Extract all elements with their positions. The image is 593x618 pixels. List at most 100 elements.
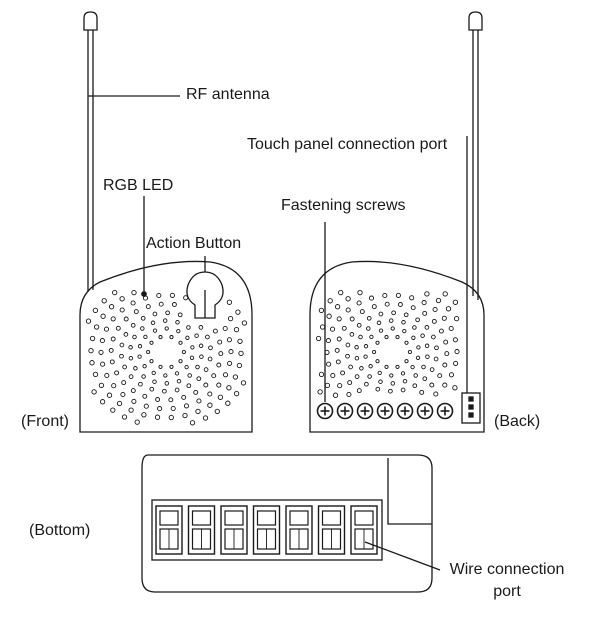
wire-terminal <box>155 505 183 555</box>
speaker-hole <box>195 364 200 370</box>
speaker-hole <box>140 326 145 331</box>
speaker-hole <box>413 373 418 378</box>
speaker-hole <box>348 364 353 370</box>
speaker-hole <box>442 382 448 388</box>
speaker-hole <box>375 359 380 364</box>
speaker-hole <box>390 326 395 331</box>
speaker-hole <box>226 337 232 343</box>
speaker-hole <box>227 315 234 322</box>
speaker-hole <box>217 339 223 345</box>
speaker-hole <box>402 378 408 384</box>
speaker-hole <box>194 333 199 338</box>
label-rf-antenna: RF antenna <box>186 86 270 103</box>
speaker-hole <box>149 386 155 392</box>
speaker-hole <box>441 315 447 321</box>
touch-panel-port-pin-1 <box>468 396 474 402</box>
speaker-hole <box>176 328 181 334</box>
speaker-hole <box>404 359 409 364</box>
speaker-hole <box>162 318 168 323</box>
speaker-hole <box>356 388 362 394</box>
bottom-view <box>141 454 441 593</box>
speaker-hole <box>142 364 147 369</box>
speaker-hole <box>232 374 239 380</box>
touch-panel-port-pin-3 <box>468 412 474 418</box>
speaker-hole <box>149 340 154 345</box>
speaker-hole <box>99 338 105 344</box>
speaker-hole <box>445 306 452 312</box>
speaker-hole <box>349 332 355 337</box>
speaker-hole <box>429 367 435 372</box>
speaker-hole <box>202 415 209 421</box>
speaker-hole <box>448 325 454 332</box>
speaker-hole <box>216 362 222 368</box>
speaker-hole <box>216 382 222 388</box>
speaker-hole <box>422 376 428 382</box>
speaker-hole <box>318 307 325 314</box>
speaker-hole <box>403 312 409 318</box>
speaker-hole <box>130 322 136 328</box>
speaker-hole <box>336 336 342 342</box>
label-wire-connection-port-line2: port <box>493 583 521 600</box>
speaker-hole <box>345 307 351 313</box>
speaker-hole <box>388 388 393 394</box>
speaker-hole <box>119 342 125 348</box>
speaker-hole <box>330 372 336 379</box>
speaker-hole <box>211 373 217 379</box>
label-action-button: Action Button <box>146 235 242 252</box>
speaker-hole <box>410 364 415 370</box>
label-fastening-screws: Fastening screws <box>281 197 406 214</box>
speaker-hole <box>198 325 204 330</box>
speaker-hole <box>89 335 96 342</box>
speaker-hole <box>363 344 369 349</box>
speaker-hole <box>157 406 163 412</box>
screw-terminal <box>336 402 354 420</box>
speaker-hole <box>409 295 415 301</box>
speaker-hole <box>438 328 444 334</box>
speaker-hole <box>120 391 126 398</box>
speaker-hole <box>453 315 460 322</box>
speaker-hole <box>359 309 365 315</box>
speaker-hole <box>108 347 114 353</box>
speaker-hole <box>429 382 435 388</box>
speaker-hole <box>207 402 213 408</box>
speaker-hole <box>196 376 202 382</box>
wire-terminal <box>187 505 216 555</box>
speaker-hole <box>203 382 209 388</box>
speaker-hole <box>138 381 143 387</box>
speaker-hole <box>326 361 332 367</box>
label-back: (Back) <box>494 413 541 430</box>
speaker-hole <box>175 320 180 325</box>
speaker-hole <box>421 364 426 370</box>
speaker-hole <box>412 325 417 330</box>
speaker-hole <box>444 351 450 357</box>
speaker-hole <box>152 328 158 333</box>
front-speaker-holes <box>85 289 248 426</box>
speaker-hole <box>181 394 187 400</box>
back-body <box>309 260 485 433</box>
screw-terminal <box>376 402 394 420</box>
speaker-hole <box>137 354 142 359</box>
speaker-hole <box>367 374 372 379</box>
speaker-hole <box>131 398 137 404</box>
speaker-hole <box>89 360 95 366</box>
speaker-hole <box>198 343 204 349</box>
speaker-hole <box>335 359 341 365</box>
speaker-hole <box>347 380 353 386</box>
speaker-hole <box>368 364 373 369</box>
speaker-hole <box>435 297 442 304</box>
speaker-hole <box>238 350 244 357</box>
speaker-hole <box>424 325 430 330</box>
wire-terminal <box>285 505 313 555</box>
speaker-hole <box>378 328 384 333</box>
speaker-hole <box>169 292 175 298</box>
speaker-hole <box>164 381 170 386</box>
back-antenna-cap <box>468 11 483 31</box>
speaker-hole <box>121 414 128 420</box>
speaker-hole <box>162 388 167 394</box>
speaker-hole <box>354 355 360 361</box>
speaker-hole <box>371 304 377 310</box>
speaker-hole <box>364 381 369 387</box>
speaker-hole <box>123 316 129 322</box>
speaker-hole <box>420 333 425 338</box>
